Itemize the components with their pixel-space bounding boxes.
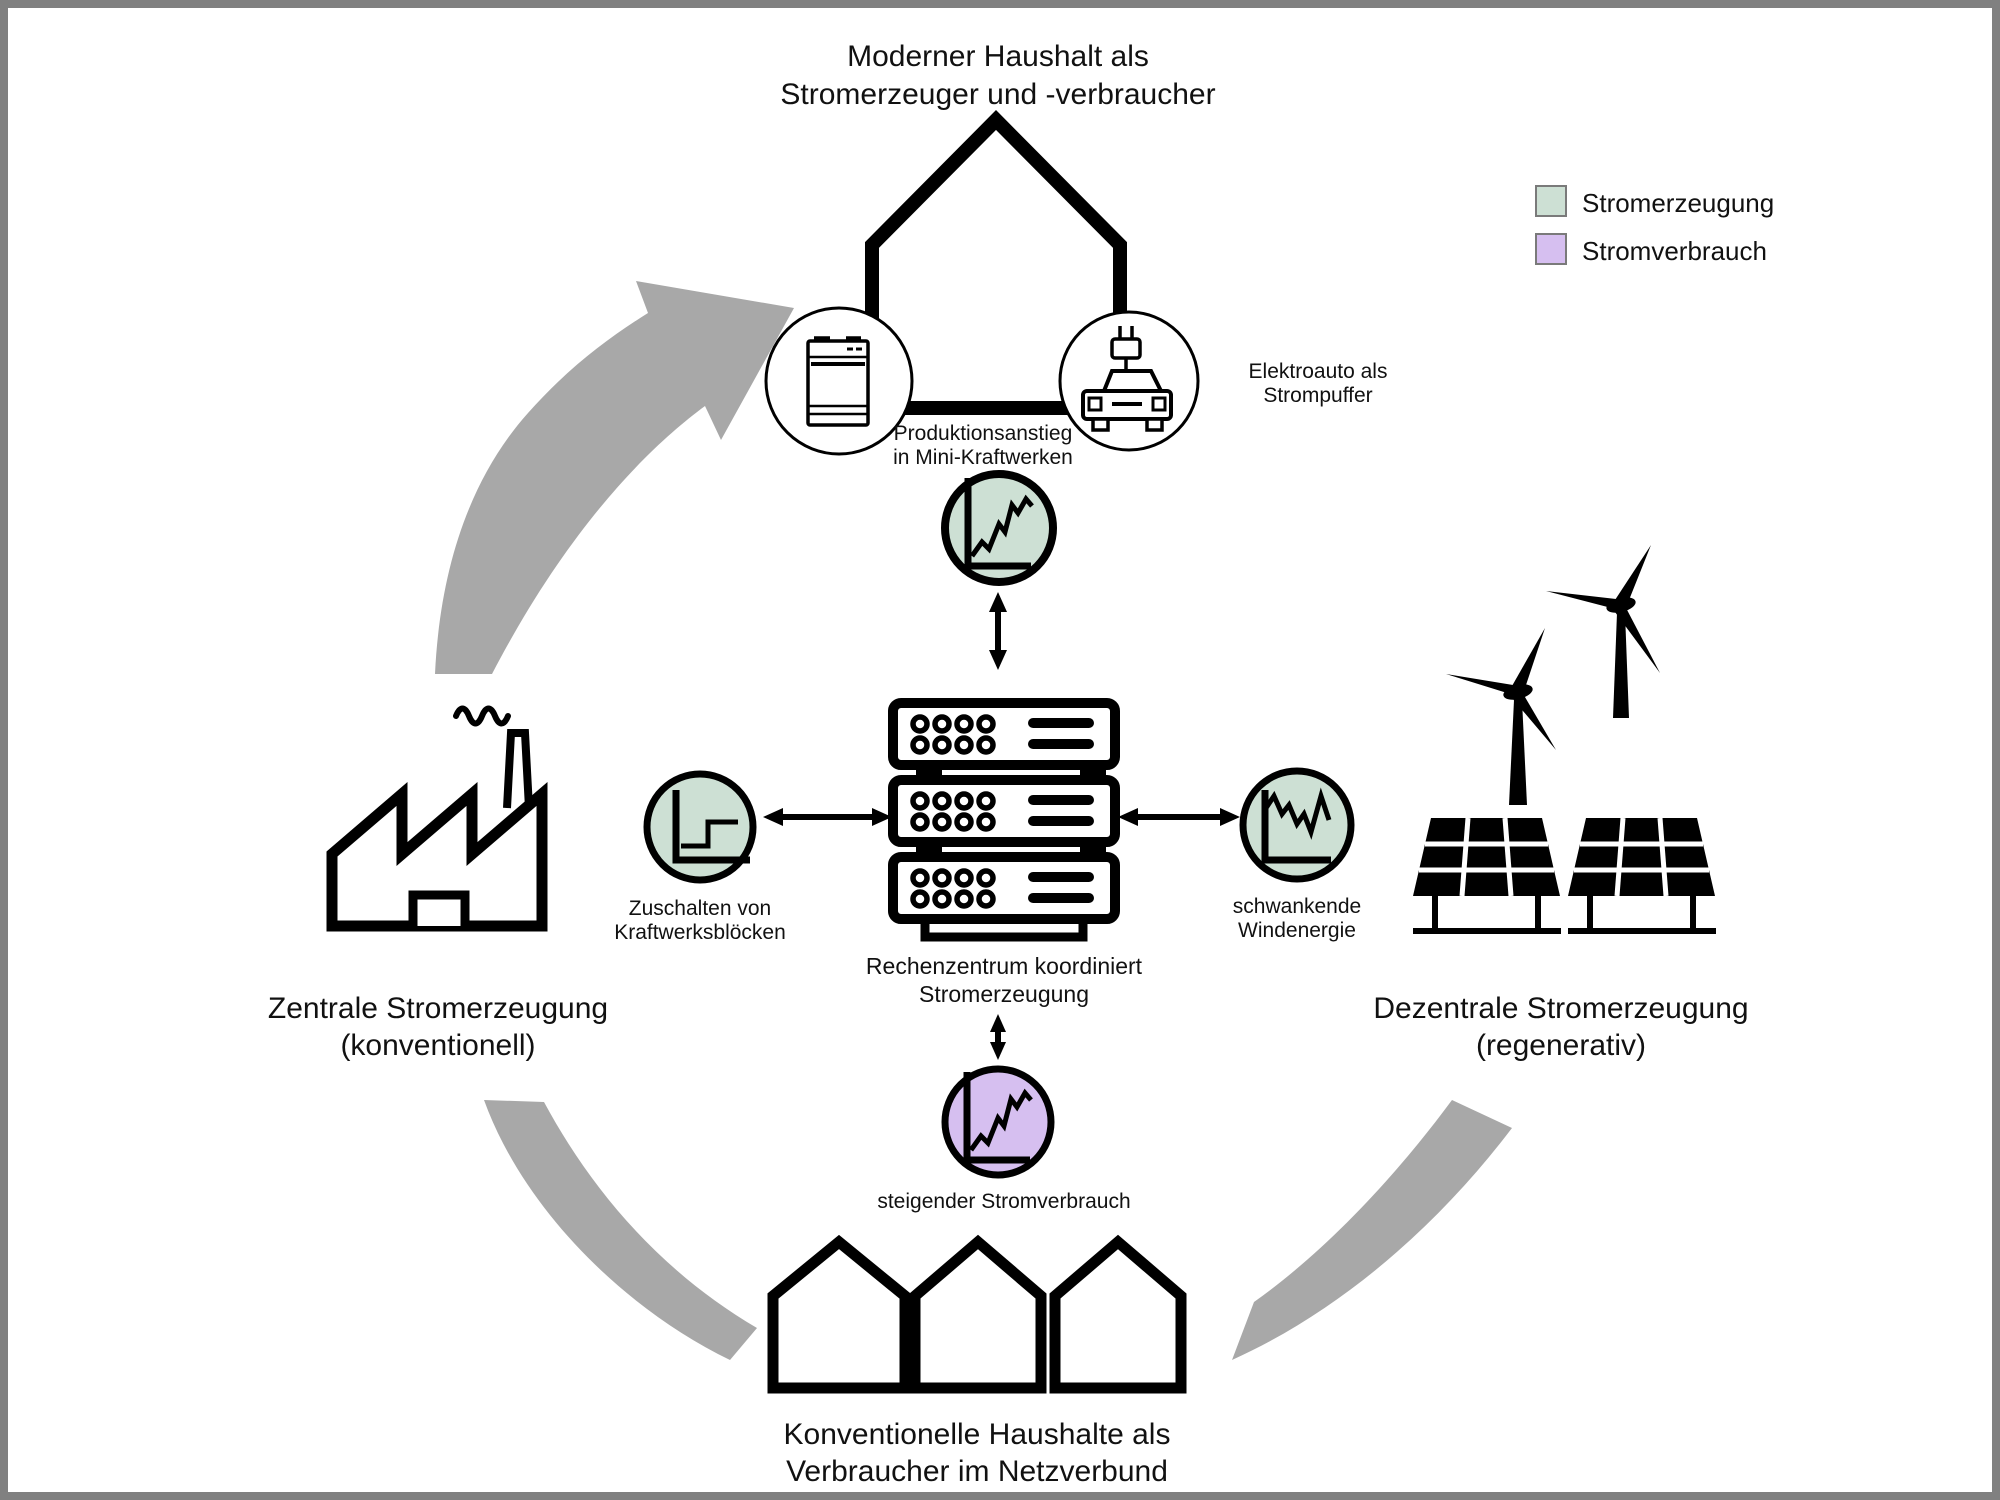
legend-swatch-production bbox=[1535, 185, 1567, 217]
wind-turbines-icon bbox=[1446, 545, 1660, 805]
datacenter-icon bbox=[888, 698, 1120, 942]
server-units bbox=[888, 698, 1120, 924]
factory-icon bbox=[326, 705, 548, 932]
wind-chart bbox=[1239, 767, 1355, 883]
ev-circle bbox=[1058, 310, 1200, 452]
legend-label-production: Stromerzeugung bbox=[1582, 188, 1775, 218]
plant-blocks-label: Zuschalten von Kraftwerksblöcken bbox=[614, 897, 786, 945]
arrow-datacenter-households bbox=[990, 1014, 1006, 1060]
legend-swatch-consumption bbox=[1535, 233, 1567, 265]
mini-plants-label: Produktionsanstieg in Mini-Kraftwerken bbox=[893, 422, 1073, 470]
cycle-arc-bottomleft bbox=[484, 1100, 757, 1360]
ev-buffer-label: Elektroauto als Strompuffer bbox=[1248, 360, 1388, 408]
households-label: Konventionelle Haushalte als Verbraucher… bbox=[783, 1418, 1171, 1488]
consumption-rise-label: steigender Stromverbrauch bbox=[877, 1190, 1131, 1213]
consumption-chart bbox=[941, 1065, 1055, 1179]
arrow-central-datacenter bbox=[763, 808, 892, 826]
solar-panels-icon bbox=[1413, 817, 1716, 934]
cycle-arrow-topleft bbox=[435, 281, 794, 674]
connection-arrows bbox=[763, 592, 1240, 1060]
wind-label: schwankende Windenergie bbox=[1232, 895, 1362, 943]
solar-panel-left bbox=[1413, 817, 1561, 934]
legend-label-consumption: Stromverbrauch bbox=[1582, 236, 1767, 266]
diagram-title: Moderner Haushalt als Stromerzeuger und … bbox=[780, 40, 1216, 112]
plug-icon bbox=[1110, 326, 1142, 371]
electric-car-icon bbox=[1081, 326, 1173, 432]
decentral-generation-label: Dezentrale Stromerzeugung (regenerativ) bbox=[1373, 992, 1749, 1062]
plant-blocks-chart bbox=[643, 770, 757, 884]
central-generation-label: Zentrale Stromerzeugung (konventionell) bbox=[267, 992, 609, 1062]
cycle-arc-bottomright bbox=[1232, 1100, 1512, 1360]
arrow-datacenter-decentral bbox=[1118, 808, 1240, 826]
production-rise-chart bbox=[941, 470, 1057, 586]
diagram-graphics bbox=[326, 110, 1716, 1394]
stove-icon bbox=[806, 336, 870, 427]
solar-panel-right bbox=[1568, 817, 1716, 934]
appliance-circle bbox=[764, 306, 914, 456]
houses-icon bbox=[767, 1234, 1187, 1394]
cycle-arrows bbox=[435, 281, 1512, 1360]
datacenter-label: Rechenzentrum koordiniert Stromerzeugung bbox=[865, 953, 1143, 1007]
legend bbox=[1535, 185, 1567, 265]
arrow-house-datacenter bbox=[989, 592, 1007, 670]
modern-household-node bbox=[764, 110, 1200, 456]
